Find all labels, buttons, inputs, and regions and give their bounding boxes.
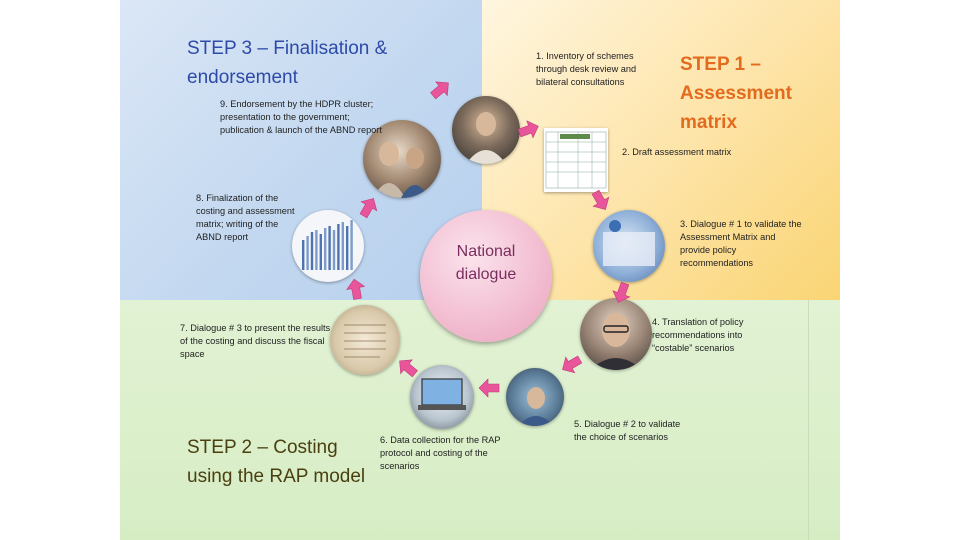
step-item-9: 9. Endorsement by the HDPR cluster; pres… bbox=[220, 99, 382, 135]
arrow-icon bbox=[591, 189, 610, 210]
step2-title: STEP 2 – Costing using the RAP model bbox=[187, 437, 366, 487]
divider bbox=[808, 300, 809, 540]
costing-results-photo bbox=[330, 305, 400, 375]
step-item-6: 6. Data collection for the RAP protocol … bbox=[380, 435, 501, 471]
arrow-icon bbox=[478, 378, 500, 398]
dialogue2-photo bbox=[506, 368, 564, 426]
step-item-4: 4. Translation of policy recommendations… bbox=[652, 317, 744, 353]
arrow-icon bbox=[562, 355, 583, 374]
costing-chart-image bbox=[292, 210, 364, 282]
step-item-2: 2. Draft assessment matrix bbox=[622, 147, 732, 157]
step-item-3: 3. Dialogue # 1 to validate the Assessme… bbox=[680, 219, 802, 268]
step-item-8: 8. Finalization of the costing and asses… bbox=[196, 193, 295, 242]
endorsement-photo bbox=[363, 120, 441, 198]
consultation-photo bbox=[452, 96, 520, 164]
arrow-icon bbox=[346, 278, 366, 300]
national-dialogue-hub: National dialogue bbox=[420, 210, 552, 342]
hub-label: National dialogue bbox=[455, 243, 517, 283]
step-item-7: 7. Dialogue # 3 to present the results o… bbox=[180, 323, 331, 359]
step1-title: STEP 1 – Assessment matrix bbox=[680, 54, 792, 133]
step3-title: STEP 3 – Finalisation & endorsement bbox=[187, 38, 388, 88]
arrow-icon bbox=[612, 281, 631, 303]
step-item-1: 1. Inventory of schemes through desk rev… bbox=[536, 51, 637, 87]
arrow-icon bbox=[359, 198, 378, 219]
translation-photo bbox=[580, 298, 652, 370]
consultation-poster-photo bbox=[593, 210, 665, 282]
arrow-icon bbox=[399, 359, 418, 378]
arrow-icon bbox=[430, 81, 449, 100]
data-collection-photo bbox=[410, 365, 474, 429]
step-item-5: 5. Dialogue # 2 to validate the choice o… bbox=[574, 419, 681, 442]
matrix-document-image bbox=[544, 128, 608, 192]
arrow-icon bbox=[517, 120, 539, 139]
